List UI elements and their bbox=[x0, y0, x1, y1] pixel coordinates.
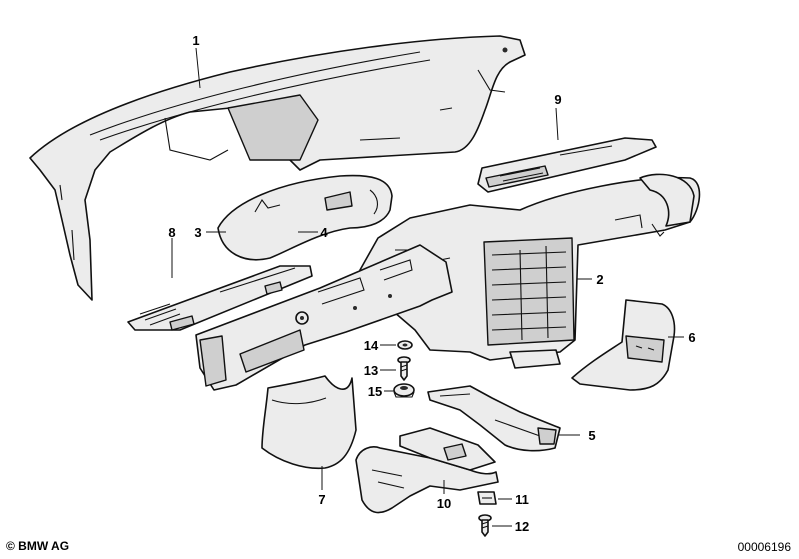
callout-13: 13 bbox=[364, 363, 378, 378]
part-15-grommet bbox=[393, 383, 415, 398]
part-11-clip bbox=[477, 491, 497, 505]
callout-14: 14 bbox=[364, 338, 379, 353]
callout-labels: 1 2 3 4 5 6 7 8 9 10 11 12 13 14 15 bbox=[168, 33, 695, 534]
part-10-footwell-cover bbox=[355, 427, 499, 514]
callout-5: 5 bbox=[588, 428, 595, 443]
callout-4: 4 bbox=[320, 225, 328, 240]
part-14-washer bbox=[397, 340, 413, 350]
part-6-side-trim-panel bbox=[571, 299, 676, 391]
part-13-screw bbox=[397, 356, 411, 381]
callout-11: 11 bbox=[515, 492, 529, 507]
part-steering-column-support bbox=[195, 244, 453, 391]
callout-7: 7 bbox=[318, 492, 325, 507]
catalog-number: 00006196 bbox=[737, 540, 791, 554]
callout-1: 1 bbox=[192, 33, 199, 48]
callout-6: 6 bbox=[688, 330, 695, 345]
callout-12: 12 bbox=[515, 519, 529, 534]
part-3-4-cluster-hood bbox=[217, 174, 393, 261]
part-2-center-console-carrier bbox=[359, 173, 701, 369]
part-7-lower-trim-panel bbox=[261, 375, 357, 470]
callout-15: 15 bbox=[368, 384, 382, 399]
callout-10: 10 bbox=[437, 496, 451, 511]
callout-8: 8 bbox=[168, 225, 175, 240]
part-8-lower-grille bbox=[127, 265, 313, 331]
part-5-knee-bolster-bracket bbox=[427, 385, 561, 452]
callout-2: 2 bbox=[596, 272, 603, 287]
part-12-screw bbox=[478, 514, 492, 537]
part-1-dashboard-upper-trim bbox=[29, 35, 526, 301]
callout-3: 3 bbox=[194, 225, 201, 240]
part-9-defroster-grille bbox=[477, 137, 657, 193]
callout-9: 9 bbox=[554, 92, 561, 107]
leader-lines bbox=[171, 47, 684, 527]
copyright-label: © BMW AG bbox=[6, 539, 70, 553]
